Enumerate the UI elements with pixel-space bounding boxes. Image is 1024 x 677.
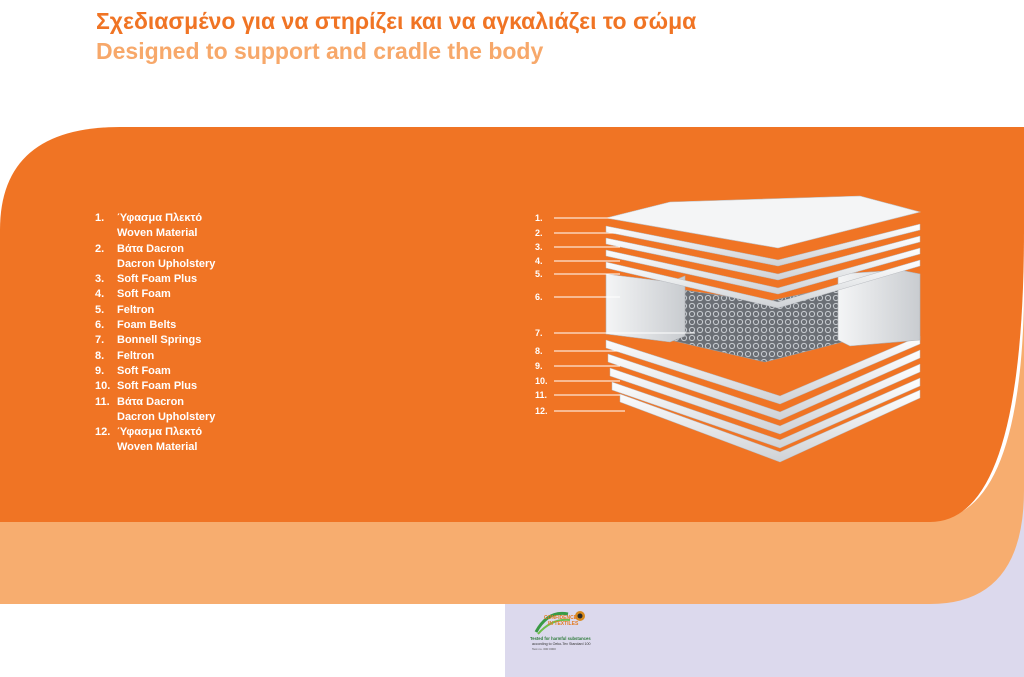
callout-number: 9.	[535, 361, 543, 371]
layer-label: Feltron	[117, 349, 155, 362]
layer-3-shape	[605, 235, 921, 281]
layer-item: 4. Soft Foam	[95, 287, 215, 302]
layer-label: Bonnell Springs	[117, 334, 202, 347]
layer-label: Βάτα Dacron	[117, 395, 185, 408]
layer-number: 2.	[95, 242, 105, 255]
badge-text: IN TEXTILES	[548, 621, 579, 627]
callout-number: 10.	[535, 376, 548, 386]
layer-label: Dacron Upholstery	[117, 410, 216, 423]
layer-12-shape	[619, 389, 921, 463]
layer-item: 6. Foam Belts	[95, 318, 215, 333]
layer-number: 5.	[95, 303, 105, 316]
callout-number: 6.	[535, 292, 543, 302]
callout-number: 3.	[535, 242, 543, 252]
layer-label: Woven Material	[117, 441, 198, 454]
layer-number: 4.	[95, 288, 105, 301]
layer-item: 7. Bonnell Springs	[95, 333, 215, 348]
layer-item: 5. Feltron	[95, 303, 215, 318]
light-orange-band	[0, 300, 1024, 604]
layer-item: 8. Feltron	[95, 349, 215, 364]
layer-label: Ύφασμα Πλεκτό	[117, 212, 203, 224]
layer-number: 1.	[95, 212, 105, 224]
layer-label: Soft Foam Plus	[117, 380, 198, 393]
layer-4-shape	[605, 247, 921, 295]
lavender-band	[505, 480, 1024, 677]
layer-number: 12.	[95, 426, 111, 439]
callout-number: 4.	[535, 256, 543, 266]
layer-number: 9.	[95, 364, 105, 377]
layer-label: Woven Material	[117, 227, 198, 240]
leader-lines	[554, 217, 695, 412]
callout-number: 1.	[535, 213, 543, 223]
layer-label: Dacron Upholstery	[117, 257, 216, 270]
layer-item: 9. Soft Foam	[95, 364, 215, 379]
page-title-english: Designed to support and cradle the body	[96, 38, 544, 64]
badge-emblem-icon	[534, 611, 585, 635]
badge-text: CONFIDENCE	[544, 615, 578, 621]
callout-number: 11.	[535, 390, 548, 400]
badge-text: Test no. 000 0000	[532, 647, 556, 651]
badge-text: Tested for harmful substances	[530, 636, 591, 641]
layer-number: 11.	[95, 395, 110, 408]
layer-label: Foam Belts	[117, 319, 177, 332]
layer-number: 7.	[95, 334, 105, 347]
badge-text: according to Oeko-Tex Standard 100	[532, 642, 591, 646]
oeko-tex-badge: CONFIDENCE IN TEXTILES Tested for harmfu…	[528, 606, 598, 662]
layer-5-shape	[605, 259, 921, 309]
layer-2-shape	[605, 223, 921, 267]
callout-number: 2.	[535, 228, 543, 238]
layer-label: Soft Foam	[117, 364, 171, 377]
layer-item: 10. Soft Foam Plus	[95, 379, 215, 394]
layer-11-shape	[611, 377, 921, 449]
callout-number: 12.	[535, 406, 548, 416]
layer-label: Soft Foam	[117, 288, 171, 301]
callout-number: 5.	[535, 269, 543, 279]
layer-number: 6.	[95, 319, 105, 332]
mattress-illustration	[554, 195, 922, 463]
layer-9-shape	[607, 349, 921, 421]
page-title-greek: Σχεδιασμένο για να στηρίζει και να αγκαλ…	[96, 8, 697, 34]
layer-number: 10.	[95, 380, 111, 393]
callout-number: 7.	[535, 328, 543, 338]
layer-number: 3.	[95, 273, 105, 286]
spring-core	[669, 283, 851, 363]
foam-belt-left	[605, 273, 686, 343]
layer-label: Ύφασμα Πλεκτό	[117, 426, 203, 439]
layer-1-shape	[605, 195, 922, 249]
layer-label: Βάτα Dacron	[117, 242, 185, 255]
callout-number: 8.	[535, 346, 543, 356]
layer-label: Soft Foam Plus	[117, 273, 198, 286]
layer-label: Feltron	[117, 303, 155, 316]
layer-item: 3. Soft Foam Plus	[95, 272, 215, 287]
layer-10-shape	[609, 363, 921, 435]
layer-number: 8.	[95, 349, 105, 362]
